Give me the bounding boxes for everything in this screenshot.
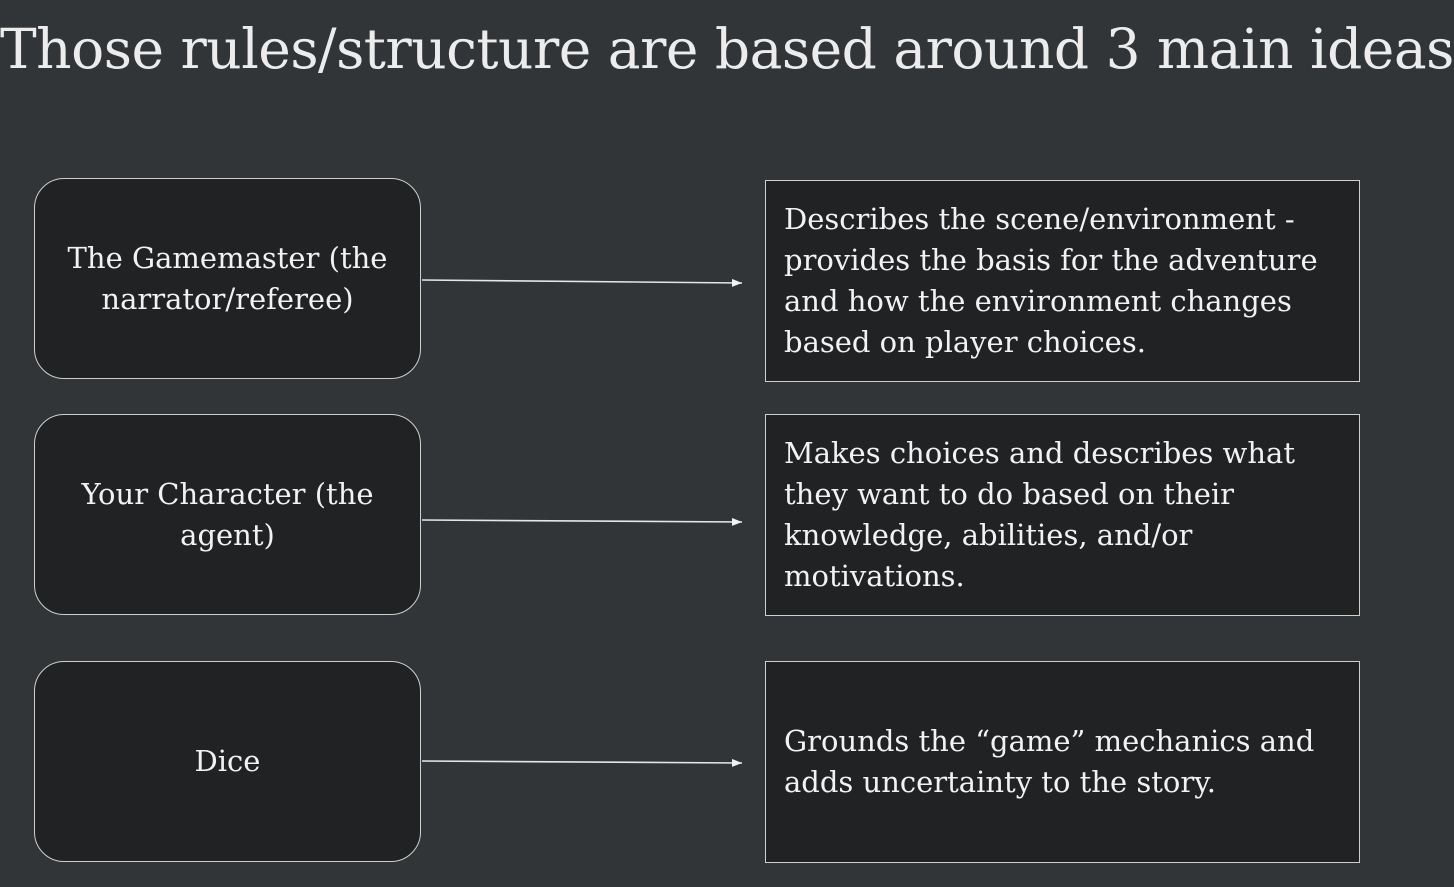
node-character-label: Your Character (the agent) xyxy=(81,476,374,552)
node-dice-label: Dice xyxy=(194,744,261,778)
node-dice: Dice xyxy=(34,661,421,862)
node-gamemaster-label: The Gamemaster (the narrator/referee) xyxy=(67,240,388,316)
node-character: Your Character (the agent) xyxy=(34,414,421,615)
arrow-dice xyxy=(421,758,743,767)
arrow-character xyxy=(421,517,743,526)
description-gamemaster-text: Describes the scene/environment - provid… xyxy=(784,202,1318,359)
description-character-text: Makes choices and describes what they wa… xyxy=(784,436,1295,593)
connector-arrows xyxy=(421,278,743,767)
description-dice: Grounds the “game” mechanics and adds un… xyxy=(765,661,1360,863)
slide-title: Those rules/structure are based around 3… xyxy=(0,17,1454,81)
description-gamemaster: Describes the scene/environment - provid… xyxy=(765,180,1360,382)
node-gamemaster: The Gamemaster (the narrator/referee) xyxy=(34,178,421,379)
description-dice-text: Grounds the “game” mechanics and adds un… xyxy=(784,724,1315,799)
slide: Those rules/structure are based around 3… xyxy=(0,17,1454,863)
arrow-gamemaster xyxy=(421,278,743,287)
description-character: Makes choices and describes what they wa… xyxy=(765,414,1360,616)
